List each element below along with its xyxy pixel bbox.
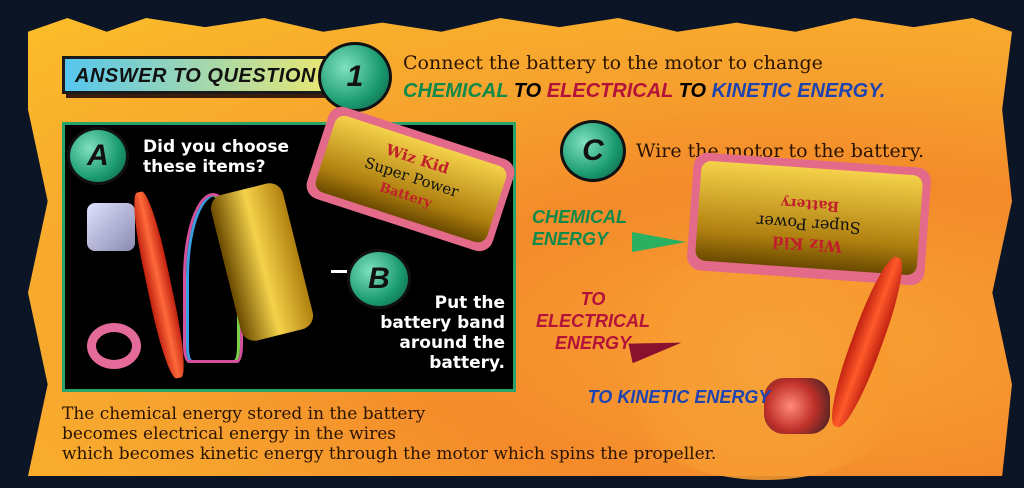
label-kinetic-energy: TO KINETIC ENERGY: [587, 387, 771, 407]
connector-line: [331, 270, 347, 273]
explanation-line-2: becomes electrical energy in the wires: [62, 424, 396, 444]
green-arrow-icon: [632, 232, 686, 252]
chain-to: TO: [508, 80, 547, 102]
explanation-line-3: which becomes kinetic energy through the…: [62, 444, 717, 464]
label-electrical-energy: TO ELECTRICAL ENERGY: [536, 289, 650, 353]
step-b-badge: B: [347, 249, 411, 309]
question-number-badge: 1: [318, 42, 392, 112]
explanation-line-1: The chemical energy stored in the batter…: [62, 404, 426, 424]
answer-banner: ANSWER TO QUESTION: [62, 56, 332, 94]
label-chemical-energy: CHEMICAL ENERGY: [532, 207, 627, 249]
battery-band-image: [87, 323, 141, 369]
step-b-text: Put the battery band around the battery.: [380, 293, 505, 373]
chain-chemical: CHEMICAL: [403, 80, 509, 102]
motor-illustration: [764, 378, 830, 434]
chain-to: TO: [673, 80, 712, 102]
chain-electrical: ELECTRICAL: [546, 80, 674, 102]
step-a-badge: A: [67, 127, 129, 185]
explanation-text: The chemical energy stored in the batter…: [62, 404, 716, 464]
step-c-badge: C: [560, 120, 626, 182]
step-a-question: Did you choose these items?: [143, 137, 289, 177]
items-panel: A Did you choose these items? Wiz Kid Su…: [62, 103, 519, 392]
banded-battery-image: Wiz Kid Super Power Battery: [302, 103, 519, 255]
motor-image: [87, 203, 135, 251]
energy-chain: CHEMICAL TO ELECTRICAL TO KINETIC ENERGY…: [403, 80, 885, 103]
chain-kinetic: KINETIC ENERGY.: [711, 80, 886, 102]
intro-text: Connect the battery to the motor to chan…: [403, 52, 823, 74]
